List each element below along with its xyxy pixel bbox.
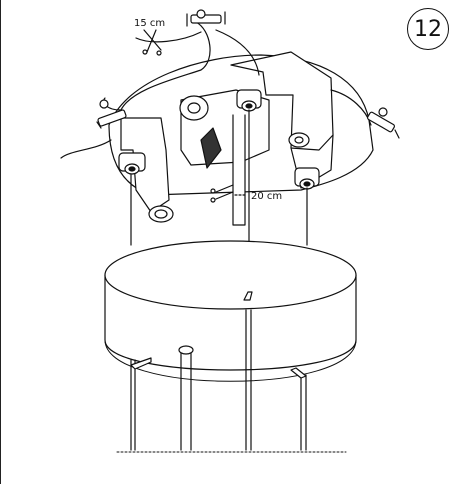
measurement-label-center: 20 cm	[251, 191, 282, 202]
bracket-right	[230, 51, 334, 151]
power-wire	[215, 29, 260, 76]
cable-bundle	[200, 127, 222, 169]
lamp-shade-bottom	[104, 339, 357, 382]
wire-connector-icon	[96, 99, 127, 129]
power-wire	[60, 139, 112, 159]
wire-connector-icon	[186, 9, 226, 27]
scissors-icon	[142, 29, 162, 56]
mount-nut-center	[236, 89, 262, 112]
scissors-icon	[210, 184, 248, 203]
measurement-label-top: 15 cm	[134, 18, 165, 29]
mount-nut-right	[294, 167, 320, 190]
mount-nut-side	[288, 132, 310, 148]
lamp-shade-top	[104, 240, 357, 310]
wire-connector-icon	[367, 107, 400, 139]
power-wire	[330, 89, 372, 126]
step-number-badge: 12	[407, 8, 449, 50]
power-wire	[135, 31, 202, 43]
center-tube	[232, 114, 246, 226]
power-wire	[120, 21, 211, 111]
mount-nut-left	[118, 152, 146, 175]
mount-nut-front	[148, 205, 174, 223]
